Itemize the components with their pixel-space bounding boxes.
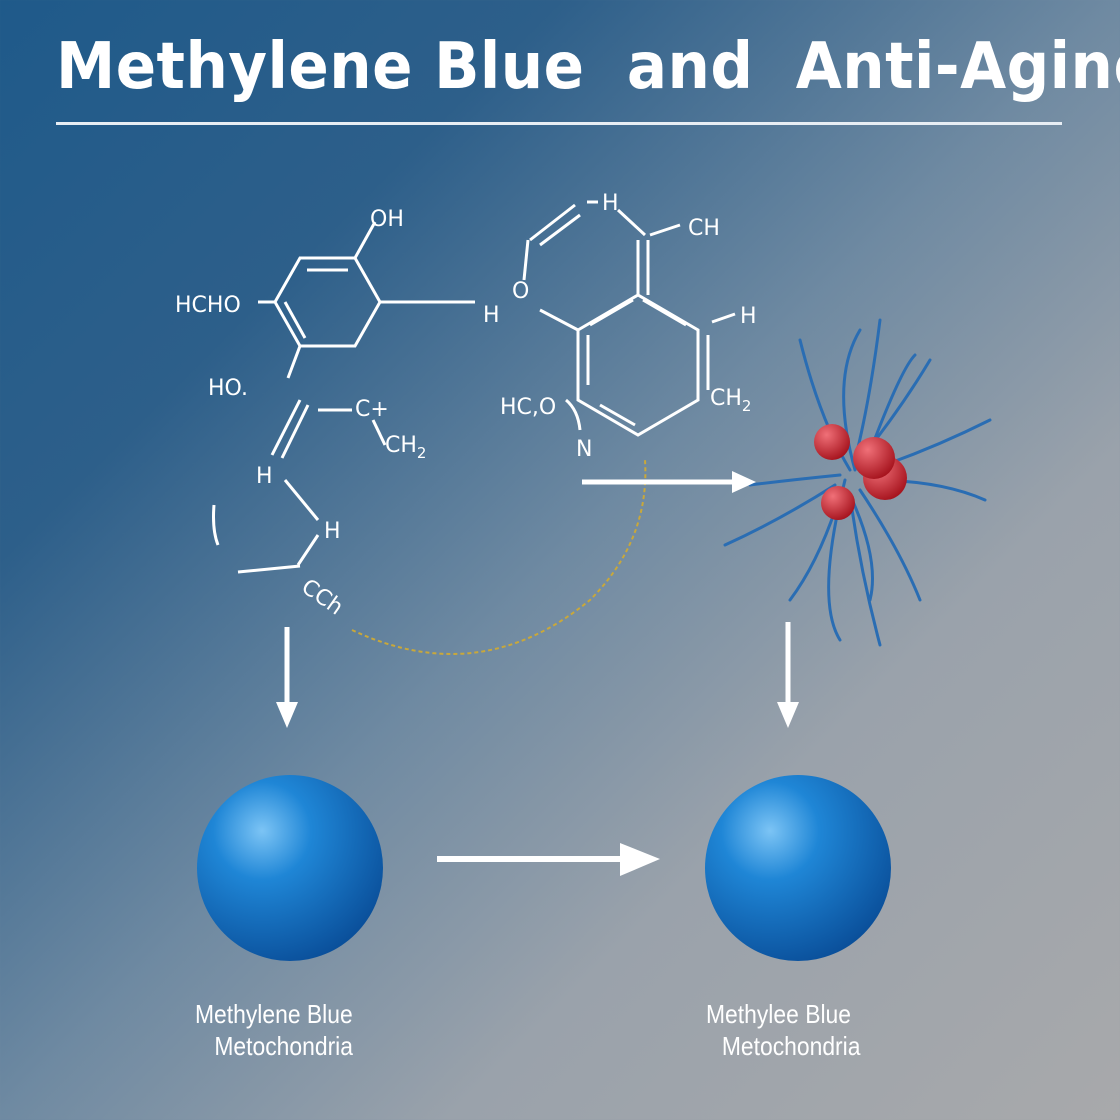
right-molecule-structure	[522, 200, 736, 437]
dashed-connection-path	[351, 459, 647, 655]
methylene-blue-sphere-right	[705, 775, 891, 961]
right-label-line1: Methylee Blue	[706, 999, 851, 1029]
arrow-down-right	[777, 622, 799, 728]
arrow-down-left	[276, 627, 298, 728]
label-ho: HO.	[208, 376, 248, 401]
label-ch2-left: CH2	[385, 433, 426, 462]
page-title: Methylene Blue and Anti-Aging	[56, 30, 1120, 104]
title-divider	[56, 122, 1062, 125]
label-hcho: HCHO	[175, 293, 241, 318]
label-o-link: O	[512, 279, 529, 304]
molecule-labels: OH HCHO HO. C+ CH2 H H CCh H O H CH H HC…	[175, 191, 757, 621]
label-cch: CCh	[297, 574, 348, 620]
left-label-line1: Methylene Blue	[195, 999, 353, 1029]
left-molecule-structure	[212, 221, 475, 574]
left-label-line2: Metochondria	[214, 1031, 354, 1061]
arrow-to-neuron	[582, 471, 756, 493]
methylene-blue-sphere-left	[197, 775, 383, 961]
label-ch-top: CH	[688, 216, 720, 241]
neuron-illustration	[723, 318, 992, 647]
right-sphere-label: Methylee Blue Metochondria	[706, 998, 860, 1062]
right-label-line2: Metochondria	[721, 1031, 861, 1061]
label-h-link: H	[483, 303, 500, 328]
label-h-left-2: H	[324, 519, 341, 544]
label-h-top: H	[602, 191, 619, 216]
label-h-right: H	[740, 304, 757, 329]
label-n: N	[576, 437, 592, 462]
label-c-plus: C+	[355, 397, 389, 422]
label-h-left-1: H	[256, 464, 273, 489]
label-hc2o: HC,O	[500, 395, 556, 420]
label-oh: OH	[370, 207, 404, 232]
atom-cluster	[814, 424, 907, 520]
left-sphere-label: Methylene Blue Metochondria	[195, 998, 353, 1062]
arrow-between-spheres	[437, 843, 660, 876]
label-ch2-right: CH2	[710, 386, 751, 415]
